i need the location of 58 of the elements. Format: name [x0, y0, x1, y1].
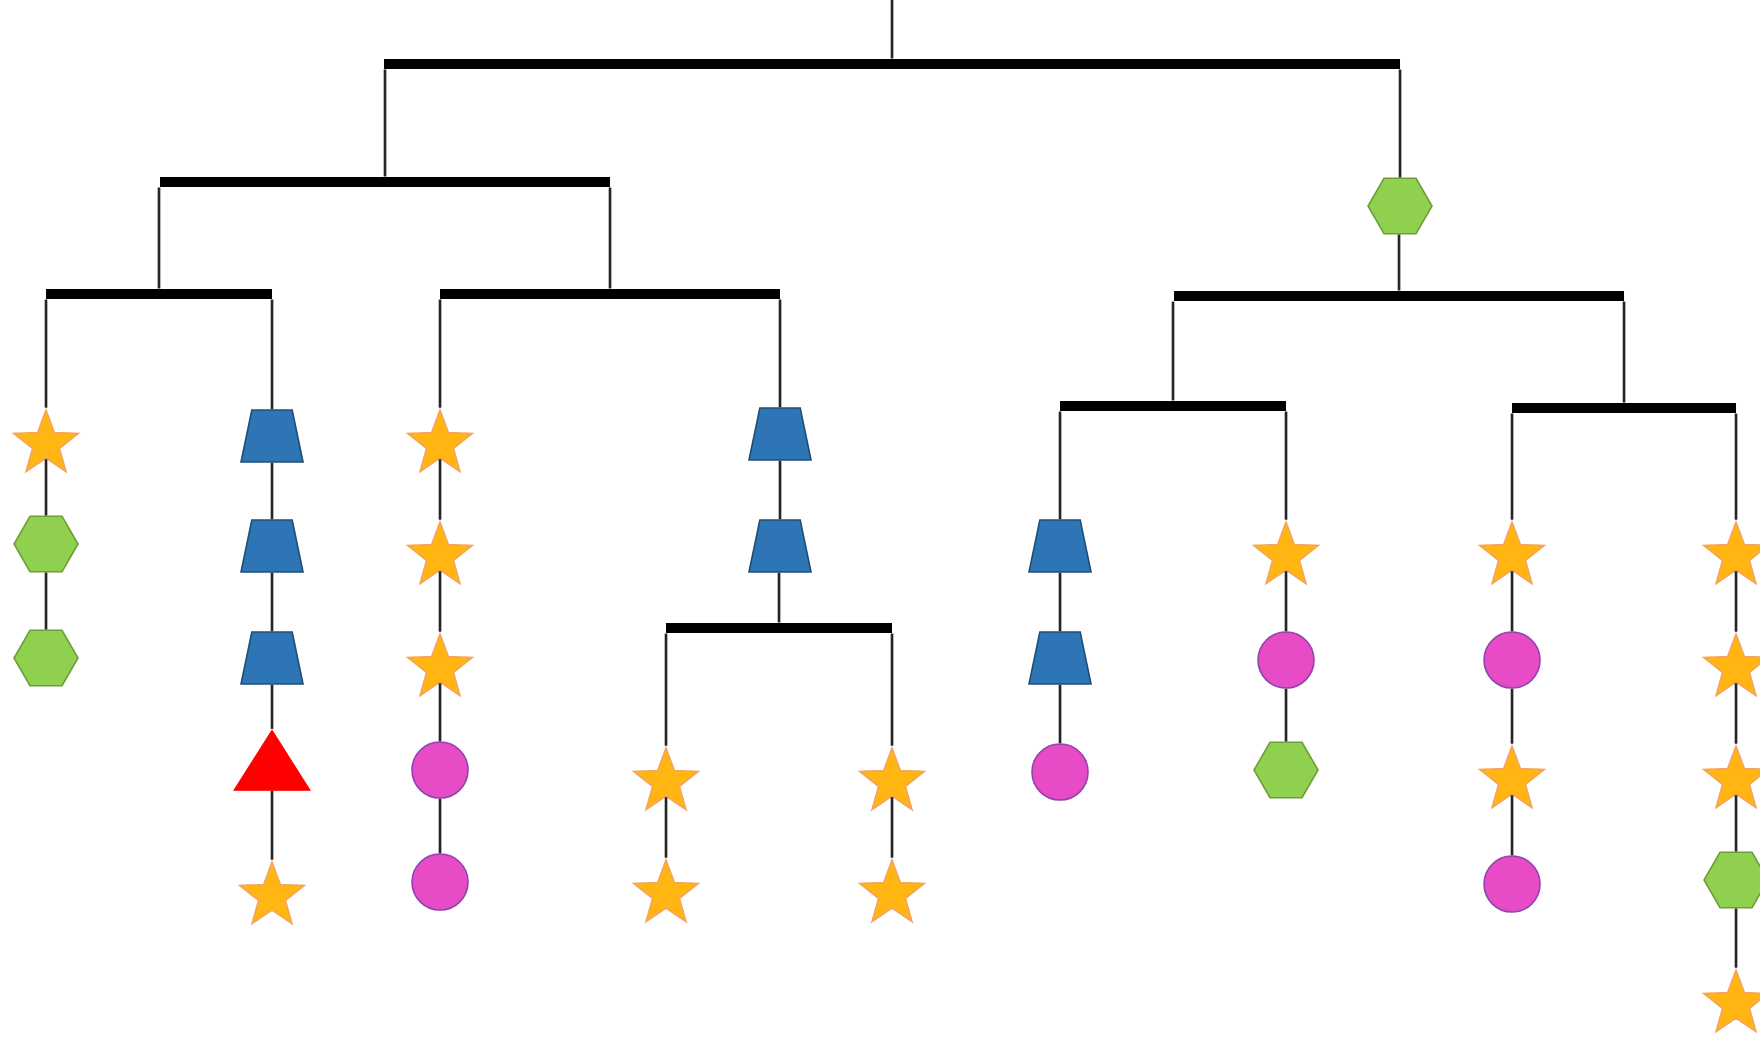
- connector-line: [270, 462, 274, 520]
- circle-shape: [1483, 855, 1541, 913]
- connector-line: [890, 633, 894, 746]
- trapezoid-shape: [1028, 631, 1092, 685]
- connector-line: [438, 299, 442, 408]
- triangle-shape: [233, 729, 311, 791]
- trapezoid-shape: [1028, 519, 1092, 573]
- connector-line: [270, 790, 274, 860]
- connector-line: [44, 572, 48, 630]
- circle-shape: [1031, 743, 1089, 801]
- bar: [440, 289, 780, 299]
- circle-shape: [1257, 631, 1315, 689]
- hexagon-shape: [1367, 177, 1433, 235]
- connector-line: [1284, 411, 1288, 520]
- connector-line: [438, 798, 442, 854]
- connector-line: [383, 69, 387, 177]
- bar: [1060, 401, 1286, 411]
- bar: [666, 623, 892, 633]
- connector-line: [1622, 301, 1626, 403]
- hexagon-shape: [13, 515, 79, 573]
- bar: [46, 289, 272, 299]
- connector-line: [1058, 572, 1062, 632]
- trapezoid-shape: [240, 519, 304, 573]
- circle-shape: [411, 741, 469, 799]
- connector-line: [1171, 301, 1175, 401]
- trapezoid-shape: [748, 519, 812, 573]
- connector-line: [1397, 234, 1401, 291]
- hexagon-shape: [13, 629, 79, 687]
- connector-line: [1734, 413, 1738, 520]
- connector-line: [1398, 69, 1402, 178]
- connector-line: [1510, 413, 1514, 520]
- connector-line: [608, 187, 612, 289]
- connector-line: [44, 299, 48, 408]
- bar: [1512, 403, 1737, 413]
- hexagon-shape: [1253, 741, 1319, 799]
- connector-line: [270, 572, 274, 632]
- connector-line: [270, 684, 274, 729]
- connector-line: [1734, 908, 1738, 968]
- connector-line: [270, 299, 274, 410]
- connector-line: [777, 572, 781, 623]
- bar: [1174, 291, 1625, 301]
- connector-line: [1284, 688, 1288, 742]
- connector-line: [1058, 684, 1062, 744]
- circle-shape: [411, 853, 469, 911]
- bar: [384, 59, 1400, 69]
- connector-line: [1058, 411, 1062, 520]
- connector-line: [157, 187, 161, 289]
- hexagon-shape: [1703, 851, 1760, 909]
- trapezoid-shape: [748, 407, 812, 461]
- connector-line: [664, 633, 668, 746]
- connector-line: [778, 460, 782, 520]
- connector-line: [890, 0, 894, 59]
- circle-shape: [1483, 631, 1541, 689]
- trapezoid-shape: [240, 409, 304, 463]
- bar: [160, 177, 610, 187]
- connector-line: [1510, 688, 1514, 744]
- trapezoid-shape: [240, 631, 304, 685]
- connector-line: [778, 299, 782, 408]
